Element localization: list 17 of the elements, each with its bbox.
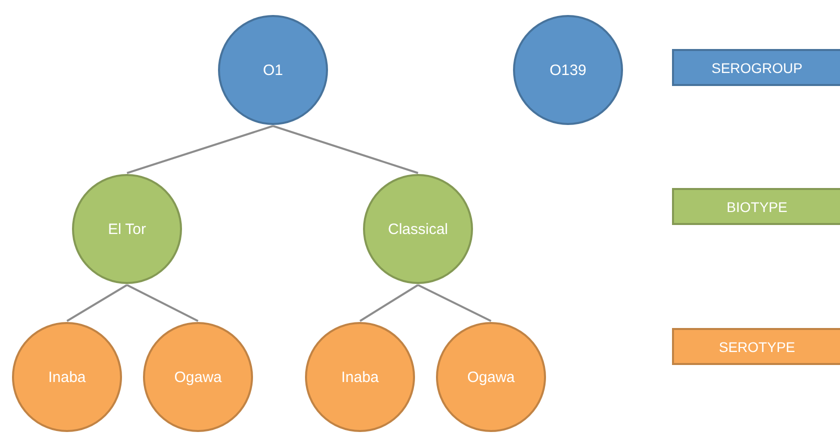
connector-line <box>418 284 492 322</box>
node-label: O1 <box>262 62 283 78</box>
node-label: Inaba <box>341 368 379 386</box>
connector-line <box>272 125 418 174</box>
connector-line <box>126 284 198 322</box>
node-label: Ogawa <box>174 368 222 386</box>
legend-swatch: SEROGROUP <box>672 49 840 86</box>
node-label: O139 <box>550 62 586 78</box>
node-label: Inaba <box>48 368 86 386</box>
node-label: Ogawa <box>467 368 515 386</box>
connector-line <box>66 284 128 322</box>
connector-line <box>126 125 274 174</box>
legend-swatch: BIOTYPE <box>672 188 840 225</box>
legend-swatch: SEROTYPE <box>672 328 840 365</box>
node-label: El Tor <box>108 220 146 238</box>
node-label: Classical <box>388 220 448 238</box>
connector-line <box>359 284 419 322</box>
